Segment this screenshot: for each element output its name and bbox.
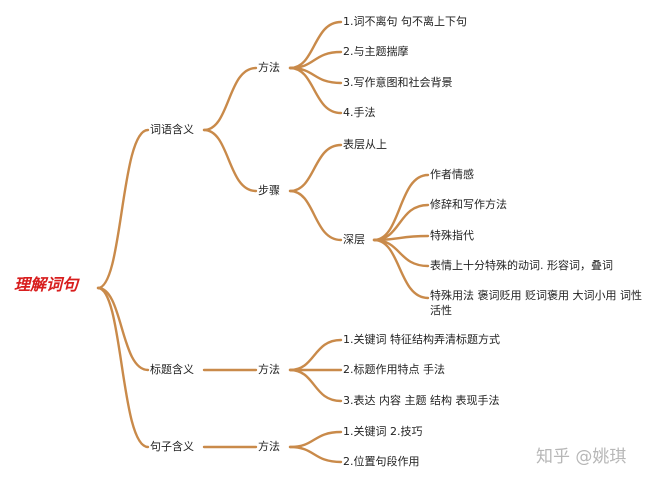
deep-item-1[interactable]: 作者情感 [430, 168, 474, 181]
connector-line [288, 430, 343, 449]
connector-line [372, 173, 430, 242]
branch-word-meaning[interactable]: 词语含义 [150, 123, 194, 136]
connector-line [96, 286, 150, 372]
word-steps-node[interactable]: 步骤 [258, 184, 280, 197]
word-method-item-2[interactable]: 2.与主题揣摩 [343, 45, 409, 58]
connector-line [96, 128, 150, 290]
title-method-item-3[interactable]: 3.表达 内容 主题 结构 表现手法 [343, 394, 500, 407]
connector-line [96, 286, 150, 449]
word-method-item-3[interactable]: 3.写作意图和社会背景 [343, 76, 453, 89]
connector-line [288, 368, 343, 403]
deep-item-5[interactable]: 特殊用法 褒词贬用 贬词褒用 大词小用 词性活性 [430, 289, 642, 317]
sentence-method-node[interactable]: 方法 [258, 440, 280, 453]
branch-sentence-meaning[interactable]: 句子含义 [150, 440, 194, 453]
title-method-node[interactable]: 方法 [258, 363, 280, 376]
surface-layer-node[interactable]: 表层从上 [343, 138, 387, 151]
connector-line [288, 189, 343, 242]
title-method-item-1[interactable]: 1.关键词 特征结构弄清标题方式 [343, 333, 500, 346]
connector-line [288, 143, 343, 193]
connector-line [372, 238, 430, 300]
connector-line [372, 203, 430, 242]
word-method-item-1[interactable]: 1.词不离句 句不离上下句 [343, 15, 467, 28]
watermark: 知乎 @姚琪 [536, 447, 627, 467]
title-method-item-2[interactable]: 2.标题作用特点 手法 [343, 363, 445, 376]
connector-line [288, 66, 343, 115]
deep-item-2[interactable]: 修辞和写作方法 [430, 198, 507, 211]
connector-line [202, 128, 258, 193]
connector-line [288, 445, 343, 464]
root-topic[interactable]: 理解词句 [14, 275, 79, 294]
branch-title-meaning[interactable]: 标题含义 [150, 363, 194, 376]
connector-line [372, 238, 430, 268]
deep-item-4[interactable]: 表情上十分特殊的动词. 形容词，叠词 [430, 259, 613, 272]
deep-layer-node[interactable]: 深层 [343, 233, 365, 246]
connector-line [288, 338, 343, 372]
connector-line [202, 66, 258, 132]
word-method-item-4[interactable]: 4.手法 [343, 106, 376, 119]
connector-line [288, 20, 343, 70]
word-method-node[interactable]: 方法 [258, 61, 280, 74]
deep-item-3[interactable]: 特殊指代 [430, 229, 474, 242]
sentence-method-item-1[interactable]: 1.关键词 2.技巧 [343, 425, 423, 438]
sentence-method-item-2[interactable]: 2.位置句段作用 [343, 455, 420, 468]
